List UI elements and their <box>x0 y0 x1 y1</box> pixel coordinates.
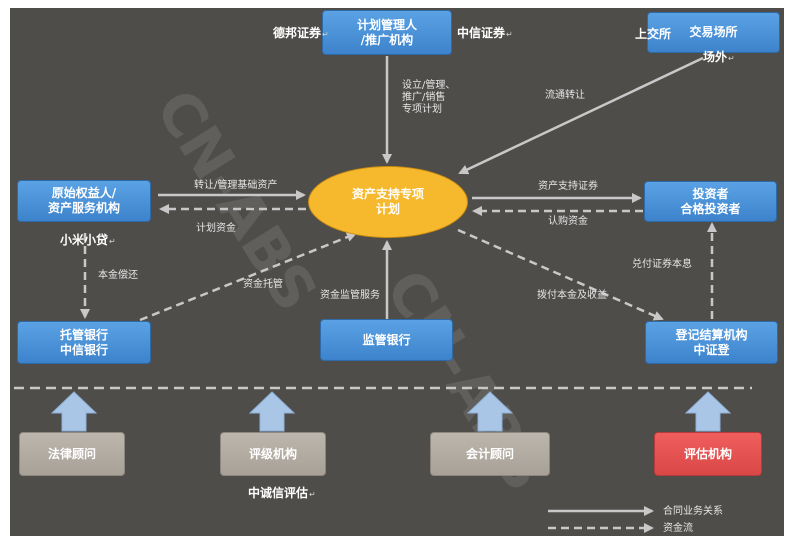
supervisor-label: 监管银行 <box>362 332 411 347</box>
diagram-canvas: CN-ABS CN-ABS <box>10 8 784 536</box>
manager-left-tag-text: 德邦证券 <box>273 26 322 40</box>
center-line2: 计划 <box>375 202 400 216</box>
custodian-line2: 中信银行 <box>59 342 108 357</box>
edge-label-registrar-investor: 兑付证券本息 <box>632 259 692 270</box>
accounting-advisor-label: 会计顾问 <box>465 446 514 461</box>
center-line1: 资产支持专项 <box>351 187 424 201</box>
arrow-custodian-center <box>139 232 357 322</box>
custodian-line1: 托管银行 <box>59 327 108 342</box>
up-arrow-accounting <box>466 391 514 432</box>
edge-label-manager-center-1: 设立/管理、 <box>402 80 456 91</box>
edge-label-custodian-center: 资金托管 <box>243 279 283 290</box>
manager-line1: 计划管理人 <box>356 17 417 32</box>
legend-solid-label: 合同业务关系 <box>663 506 723 517</box>
originator-tag-text: 小米小贷 <box>60 233 109 247</box>
originator-node: 原始权益人/ 资产服务机构 <box>17 180 151 222</box>
rating-agency-label: 评级机构 <box>248 446 297 461</box>
investor-node: 投资者 合格投资者 <box>644 181 777 222</box>
legal-advisor-node: 法律顾问 <box>19 432 125 476</box>
edge-label-center-registrar: 拨付本金及收益 <box>537 290 607 301</box>
custodian-node: 托管银行 中信银行 <box>17 321 151 364</box>
supervisor-node: 监管银行 <box>320 319 453 361</box>
originator-line1: 原始权益人/ <box>51 186 117 200</box>
edge-label-manager-center-2: 推广/销售 <box>402 92 446 103</box>
investor-line1: 投资者 <box>692 186 729 201</box>
edge-label-manager-center: 设立/管理、 推广/销售 专项计划 <box>402 80 455 116</box>
valuation-agency-label: 评估机构 <box>683 446 732 461</box>
manager-right-tag: 中信证券↵ <box>457 26 513 40</box>
manager-line2: /推广机构 <box>360 32 414 47</box>
originator-line2: 资产服务机构 <box>47 201 120 215</box>
edge-label-orig-to-custodian: 本金偿还 <box>98 270 138 281</box>
up-arrow-valuation <box>684 391 732 432</box>
registrar-node: 登记结算机构 中证登 <box>645 321 778 364</box>
arrow-exchange-center <box>458 56 704 175</box>
rating-agency-tag-text: 中诚信评估 <box>248 486 309 500</box>
exchange-tag-below-text: 场外 <box>703 50 728 64</box>
up-arrow-legal <box>50 391 98 432</box>
edge-label-investor-to-center: 认购资金 <box>548 216 588 227</box>
rating-agency-node: 评级机构 <box>220 432 326 476</box>
edge-label-center-to-investor: 资产支持证券 <box>538 181 598 192</box>
manager-right-tag-text: 中信证券 <box>457 26 506 40</box>
registrar-line2: 中证登 <box>693 342 730 357</box>
accounting-advisor-node: 会计顾问 <box>430 432 550 476</box>
up-arrow-rating <box>248 391 296 432</box>
edge-label-center-to-orig: 计划资金 <box>196 223 236 234</box>
edge-label-exchange-center: 流通转让 <box>545 90 585 101</box>
special-plan-node: 资产支持专项 计划 <box>308 166 468 238</box>
edge-label-orig-to-center: 转让/管理基础资产 <box>194 180 278 191</box>
registrar-line1: 登记结算机构 <box>675 327 748 342</box>
exchange-tag-left: 上交所 <box>635 27 672 41</box>
investor-line2: 合格投资者 <box>680 201 741 216</box>
edge-label-manager-center-3: 专项计划 <box>402 104 442 115</box>
rating-agency-tag: 中诚信评估↵ <box>248 486 316 500</box>
legal-advisor-label: 法律顾问 <box>47 446 96 461</box>
originator-tag: 小米小贷↵ <box>60 233 116 247</box>
manager-left-tag: 德邦证券↵ <box>273 26 329 40</box>
exchange-node: 交易场所 <box>647 12 780 53</box>
valuation-agency-node: 评估机构 <box>654 432 762 476</box>
legend-dashed-label: 资金流 <box>663 523 693 534</box>
arrow-center-registrar <box>457 228 664 321</box>
connector-layer <box>14 56 752 533</box>
edge-label-supervisor-center: 资金监管服务 <box>320 290 380 301</box>
manager-node: 计划管理人 /推广机构 <box>322 10 452 55</box>
exchange-tag-below: 场外↵ <box>703 50 735 64</box>
exchange-label: 交易场所 <box>689 25 738 39</box>
